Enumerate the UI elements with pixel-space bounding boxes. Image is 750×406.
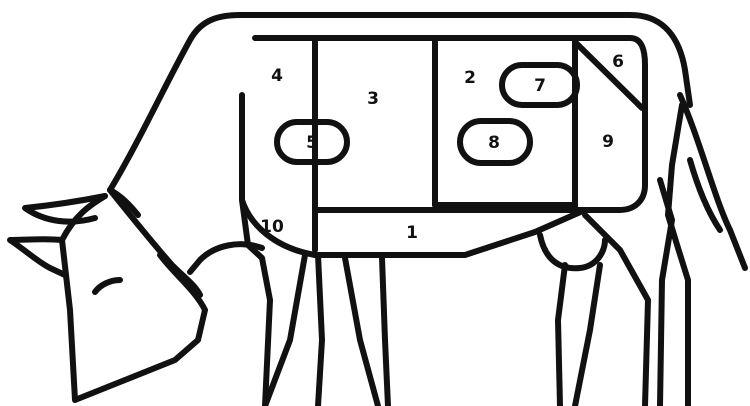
cut-label-2: 2 (464, 68, 476, 88)
cut-5-pill (274, 119, 350, 165)
cow-ear (22, 193, 108, 225)
cut-divider-6-9 (572, 39, 645, 111)
cut-label-4: 4 (271, 66, 283, 86)
cut-label-8: 8 (488, 133, 500, 153)
cut-label-6: 6 (612, 52, 624, 72)
cow-udder (537, 232, 608, 272)
cow-eye (92, 277, 123, 295)
cut-label-9: 9 (602, 132, 614, 152)
cow-tail (677, 92, 748, 271)
front-leg-1 (262, 252, 308, 406)
rear-leg-front (582, 212, 651, 406)
cut-label-1: 1 (406, 223, 418, 243)
cut-7-pill (499, 62, 580, 108)
rear-leg-outer (657, 177, 675, 406)
front-leg-3 (342, 255, 381, 406)
cut-label-5: 5 (306, 133, 318, 153)
cut-label-7: 7 (534, 76, 546, 96)
cow-neck-upper (107, 187, 203, 298)
cow-neck-lower (187, 241, 265, 275)
rear-leg-inner-2 (572, 262, 603, 406)
cow-tail-inner (687, 157, 723, 233)
cut-top-line (252, 35, 648, 213)
cut-10-arc (239, 197, 318, 258)
cut-8-pill (457, 118, 533, 166)
cut-belly-line (312, 207, 588, 258)
cut-label-3: 3 (367, 89, 379, 109)
cut-label-10: 10 (260, 217, 284, 237)
front-leg-4 (379, 255, 391, 406)
rear-leg-back (665, 102, 691, 406)
cow-back-outline (107, 12, 693, 193)
cow-head (59, 193, 208, 403)
rear-leg-inner (555, 262, 568, 406)
chest-line (239, 92, 273, 406)
cow-horn (7, 236, 68, 278)
front-leg-2 (315, 252, 325, 406)
cow-horn-2 (107, 187, 141, 218)
